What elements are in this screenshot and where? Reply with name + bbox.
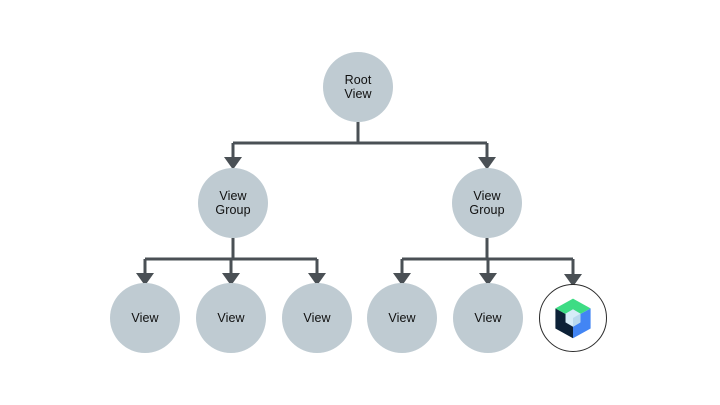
node-view-5-label: View	[474, 310, 502, 325]
node-view-2-label: View	[217, 310, 245, 325]
node-view-5[interactable]: View	[453, 283, 523, 353]
jetpack-compose-logo	[551, 296, 595, 340]
node-view-group-left-label: View Group	[215, 188, 251, 218]
node-root-view[interactable]: Root View	[323, 52, 393, 122]
node-view-3-label: View	[303, 310, 331, 325]
node-view-group-right[interactable]: View Group	[452, 168, 522, 238]
node-view-1-label: View	[131, 310, 159, 325]
node-view-2[interactable]: View	[196, 283, 266, 353]
node-root-view-label: Root View	[344, 72, 372, 102]
node-view-1[interactable]: View	[110, 283, 180, 353]
node-view-group-left[interactable]: View Group	[198, 168, 268, 238]
node-view-group-right-label: View Group	[469, 188, 505, 218]
node-compose[interactable]	[539, 284, 607, 352]
node-view-3[interactable]: View	[282, 283, 352, 353]
node-view-4[interactable]: View	[367, 283, 437, 353]
node-view-4-label: View	[388, 310, 416, 325]
